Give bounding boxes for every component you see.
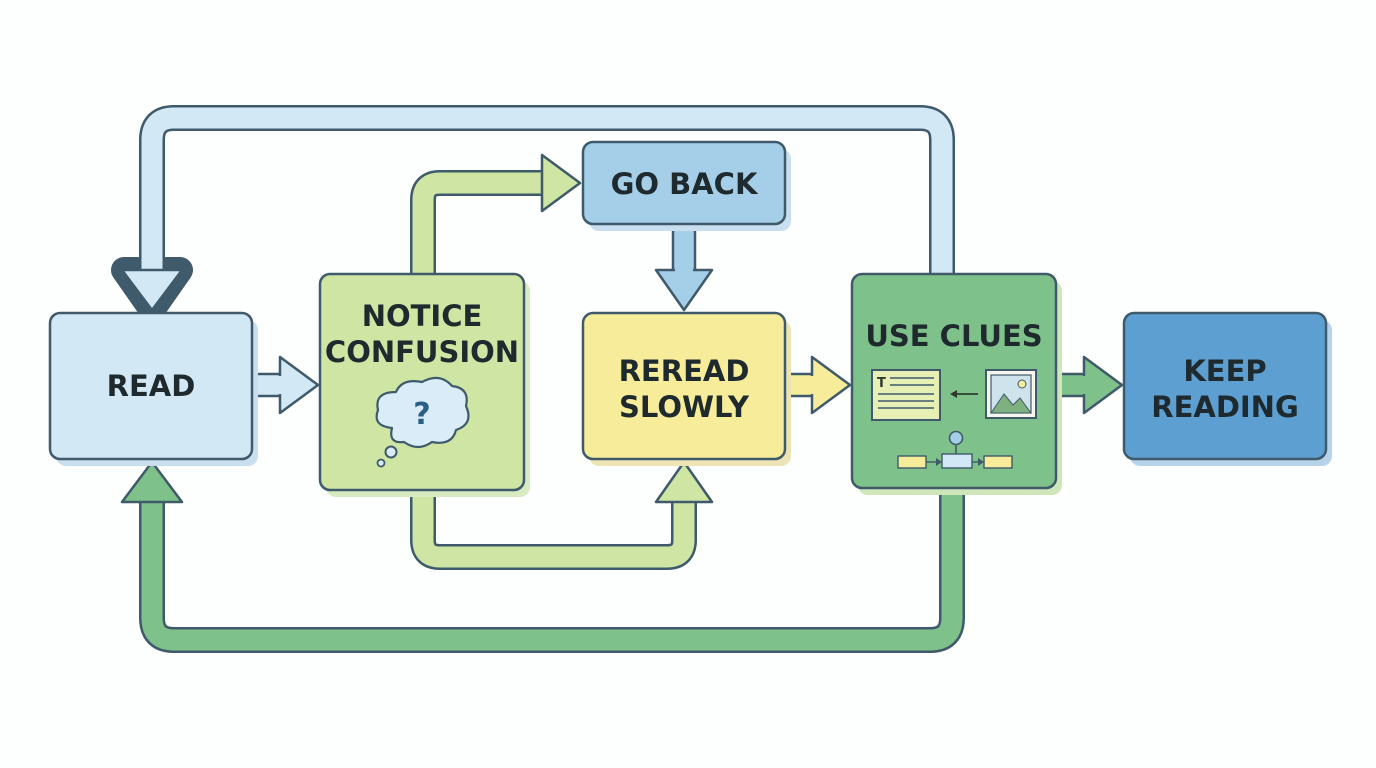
thought-bubble-question-icon: ? [375, 376, 470, 468]
small-left-arrow-icon [950, 390, 978, 398]
node-notice-label-line2: CONFUSION [325, 335, 519, 369]
text-icon-letter: T [877, 376, 886, 391]
image-icon [985, 369, 1037, 419]
node-keep-reading-label-line2: READING [1151, 390, 1299, 424]
node-use-clues-label: USE CLUES [865, 319, 1042, 353]
loop-arrow-use-clues-to-read [111, 105, 955, 323]
arrow-use-clues-to-keep-reading [1082, 355, 1124, 415]
flowchart-icon [897, 430, 1013, 469]
arrowhead-to-reread [654, 460, 714, 504]
node-keep-reading: KEEP READING [1122, 311, 1332, 466]
node-keep-reading-label-line1: KEEP [1183, 354, 1266, 388]
arrowhead-to-read-top [120, 268, 184, 312]
arrow-read-to-notice [278, 355, 320, 415]
node-use-clues: USE CLUES T [850, 272, 1062, 495]
question-mark: ? [413, 397, 430, 432]
node-read-label: READ [107, 369, 196, 403]
node-reread-label-line2: SLOWLY [619, 390, 750, 424]
arrow-reread-to-use-clues [810, 355, 852, 415]
node-reread-slowly: REREAD SLOWLY [581, 311, 791, 466]
node-go-back: GO BACK [581, 140, 791, 231]
arrow-go-back-to-reread [654, 268, 714, 312]
arrowhead-to-read-bottom [120, 460, 184, 504]
node-notice-confusion: NOTICE CONFUSION ? [318, 272, 530, 497]
node-read: READ [48, 311, 258, 466]
node-go-back-label: GO BACK [611, 167, 759, 201]
node-notice-label-line1: NOTICE [362, 299, 483, 333]
arrow-notice-to-go-back [410, 170, 545, 274]
text-document-icon: T [871, 369, 941, 421]
arrowhead-to-go-back [540, 153, 582, 213]
node-reread-label-line1: REREAD [619, 354, 750, 388]
